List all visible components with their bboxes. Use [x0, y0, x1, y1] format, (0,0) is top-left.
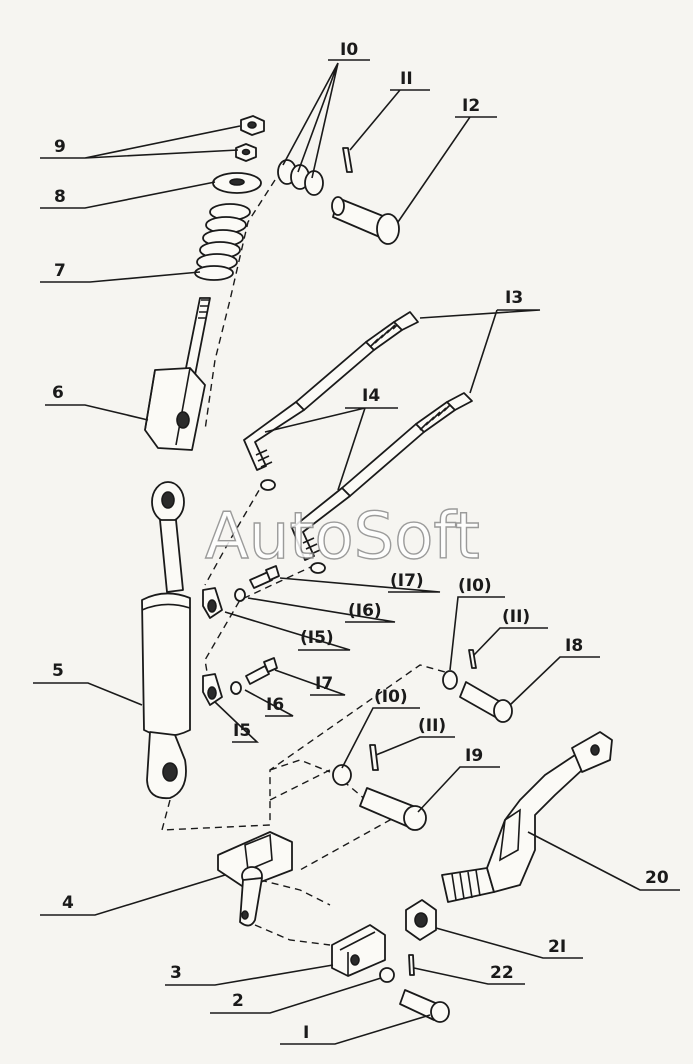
label-2: 2 [232, 991, 244, 1011]
label-14: I4 [362, 386, 380, 406]
label-6: 6 [52, 383, 64, 403]
part-11-cotter-pin [342, 147, 353, 173]
part-5-hydraulic-cylinder [141, 481, 191, 800]
part-18-pin-group [442, 649, 513, 723]
label-10-ref-b: (I0) [374, 687, 408, 707]
label-10-ref-a: (I0) [458, 576, 492, 596]
part-10-washers [277, 159, 324, 196]
part-7-spring [194, 203, 251, 281]
label-21: 2I [548, 937, 566, 957]
label-11-ref-b: (II) [418, 716, 446, 736]
label-16-ref: (I6) [348, 601, 382, 621]
part-20-lever [441, 731, 613, 903]
part-1-pin [399, 989, 450, 1023]
label-11: II [400, 69, 413, 89]
label-20: 20 [645, 868, 669, 888]
label-15: I5 [233, 721, 251, 741]
label-7: 7 [54, 261, 66, 281]
part-15-elbow-fittings [202, 587, 223, 706]
part-6-rod-block [144, 297, 211, 451]
part-8-washer [212, 172, 262, 194]
label-4: 4 [62, 893, 74, 913]
label-10: I0 [340, 40, 358, 60]
part-13-threaded-rod-lower [291, 392, 473, 574]
label-18: I8 [565, 636, 583, 656]
part-4-bracket [217, 831, 293, 927]
label-16: I6 [266, 695, 284, 715]
label-11-ref-a: (II) [502, 607, 530, 627]
part-22-cotter-pin [408, 954, 415, 976]
part-21-hex-nut [405, 899, 437, 941]
part-12-clevis-pin [331, 196, 400, 245]
callout-labels: 9 8 7 6 5 4 3 2 I I0 II I2 I3 I4 (I7) (I… [52, 40, 669, 1043]
label-17: I7 [315, 674, 333, 694]
label-9: 9 [54, 137, 66, 157]
watermark-autosoft: AutoSoft [205, 500, 480, 574]
label-22: 22 [490, 963, 514, 983]
part-16-17-bolts-washers [230, 565, 280, 695]
label-17-ref: (I7) [390, 571, 424, 591]
label-19: I9 [465, 746, 483, 766]
leader-lines [33, 59, 680, 1045]
label-5: 5 [52, 661, 64, 681]
label-8: 8 [54, 187, 66, 207]
part-19-pin-group [332, 744, 427, 831]
part-13-threaded-rod-upper [243, 311, 419, 491]
part-3-clevis-block [331, 924, 386, 977]
label-13: I3 [505, 288, 523, 308]
label-1: I [303, 1023, 309, 1043]
part-9-nuts [235, 115, 265, 162]
label-3: 3 [170, 963, 182, 983]
label-15-ref: (I5) [300, 628, 334, 648]
assembly-dashed-lines [161, 179, 446, 946]
label-12: I2 [462, 96, 480, 116]
part-2-washer [379, 967, 395, 983]
